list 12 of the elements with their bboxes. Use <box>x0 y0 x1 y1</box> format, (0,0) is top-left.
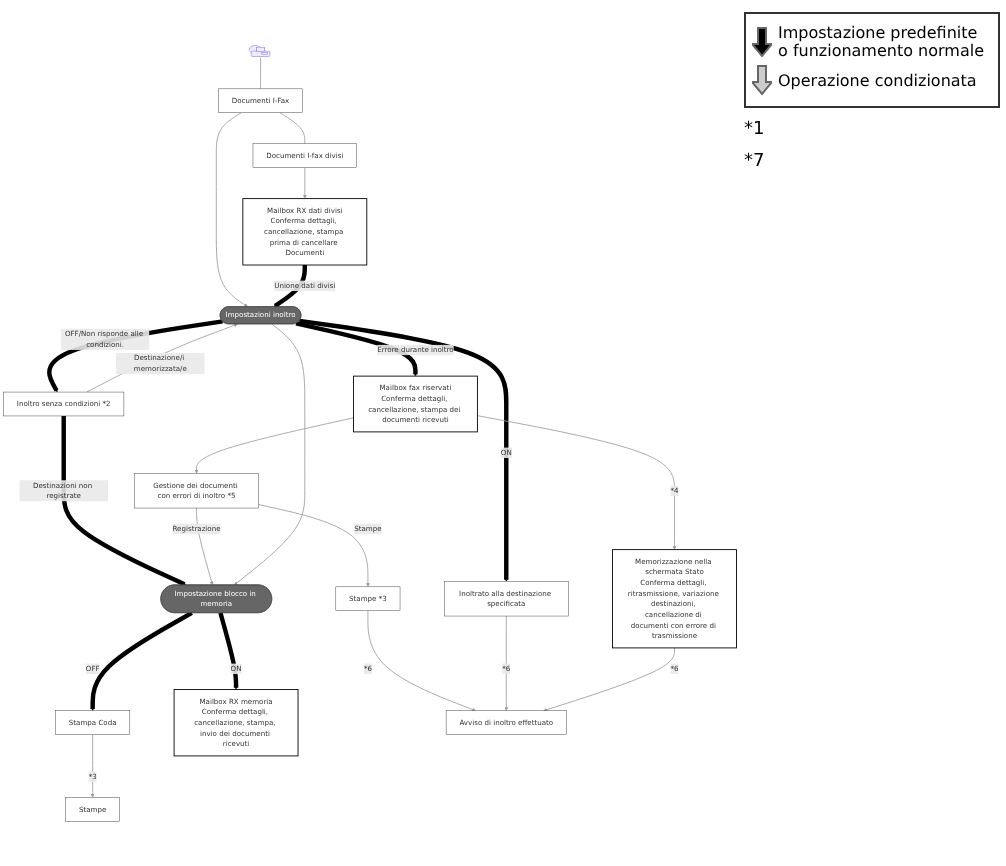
arrow <box>61 415 187 587</box>
footnote-mark: *7 <box>744 152 767 172</box>
arrow <box>295 321 418 377</box>
arrow <box>218 612 239 690</box>
footnote-mark: *1 <box>744 120 767 140</box>
legend-text: Impostazione predefinite o funzionamento normale <box>778 24 986 60</box>
legend-text: Operazione condizionata <box>778 71 977 89</box>
arrow <box>299 318 509 582</box>
arrow <box>47 319 223 393</box>
arrow <box>90 611 193 711</box>
connector <box>279 112 306 145</box>
connector <box>260 57 261 90</box>
